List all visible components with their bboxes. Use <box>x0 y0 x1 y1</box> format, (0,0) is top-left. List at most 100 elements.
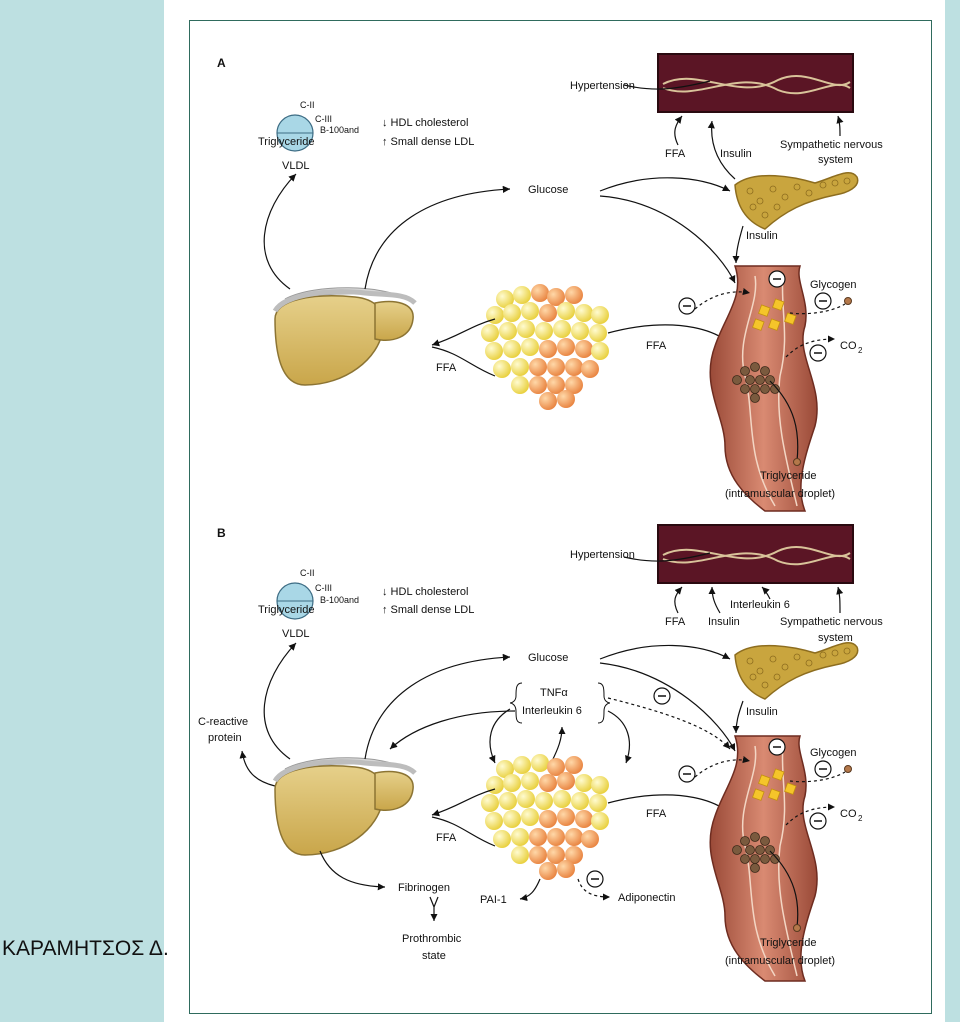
ldl-label-a: ↑ Small dense LDL <box>382 136 474 148</box>
triglyceride-vldl-label-a: Triglyceride <box>258 136 314 148</box>
ffa-left-label-a: FFA <box>436 362 457 374</box>
adipose-tissue-a <box>481 284 609 410</box>
panel-label-a: A <box>217 56 226 70</box>
tg-muscle-label-b-line1: Triglyceride <box>760 937 816 949</box>
hypertension-label-a: Hypertension <box>570 80 635 92</box>
glycogen-granule-icon-a <box>844 297 852 305</box>
pancreas-to-muscle-arrow-a <box>732 225 744 264</box>
vldl-particle-a <box>276 114 314 152</box>
adipose-tissue-b <box>481 754 609 880</box>
author-caption: ΚΑΡΑΜΗΤΣΟΣ Δ. <box>2 937 169 960</box>
glycogen-label-a: Glycogen <box>810 279 856 291</box>
hdl-label-a: ↓ HDL cholesterol <box>382 117 468 129</box>
tg-muscle-label-a-line2: (intramuscular droplet) <box>725 488 835 500</box>
tg-muscle-label-a-line1: Triglyceride <box>760 470 816 482</box>
tg-muscle-label-b-line2: (intramuscular droplet) <box>725 955 835 967</box>
ffa-vessel-label-a: FFA <box>665 148 686 160</box>
inhibit-glycogen-b <box>814 760 832 778</box>
pancreas-a <box>734 172 859 230</box>
adipose-to-liver-arrow-a-upper <box>431 318 496 347</box>
liver-a <box>275 288 415 385</box>
ffa-right-label-a: FFA <box>646 340 667 352</box>
oxidation-dashed-b <box>785 803 836 826</box>
inhibit-cytokine-muscle-b <box>653 687 671 705</box>
triglyceride-droplet-icon-b <box>793 924 801 932</box>
liver-to-glucose-arrow-b <box>364 653 511 760</box>
fibrinogen-label-b: Fibrinogen <box>398 882 450 894</box>
apo-c2-label-a: C-II <box>300 100 315 110</box>
co2-label-b: CO <box>840 808 857 820</box>
adipose-to-cytokine-arrow-b <box>551 726 566 762</box>
cytokine-to-adipose-left-arrow-b <box>488 708 511 764</box>
co2-subscript-b: 2 <box>858 814 863 823</box>
adipose-to-liver-arrow-b-upper <box>431 788 496 817</box>
sympathetic-label-b-line1: Sympathetic nervous <box>780 616 883 628</box>
triglyceride-vldl-label-b: Triglyceride <box>258 604 314 616</box>
glucose-uptake-dashed-b <box>694 756 751 778</box>
apo-c3-label-a: C-III <box>315 114 332 124</box>
co2-label-a: CO <box>840 340 857 352</box>
interleukin-vessel-label-b: Interleukin 6 <box>730 599 790 611</box>
cytokine-brace-right-b <box>597 682 611 724</box>
ldl-label-b: ↑ Small dense LDL <box>382 604 474 616</box>
adiponectin-label-b: Adiponectin <box>618 892 676 904</box>
right-color-band <box>945 0 960 1022</box>
hdl-label-b: ↓ HDL cholesterol <box>382 586 468 598</box>
sympathetic-label-a-line1: Sympathetic nervous <box>780 139 883 151</box>
liver-to-fibrinogen-arrow-b <box>319 850 386 891</box>
apo-b100-label-a: B-100and <box>320 125 359 135</box>
cytokine-to-liver-arrow-b <box>389 710 516 750</box>
insulin-vessel-arrow-a <box>707 120 736 180</box>
ffa-vessel-label-b: FFA <box>665 616 686 628</box>
pancreas-b <box>734 642 859 700</box>
left-color-band <box>0 0 164 1022</box>
adipose-to-liver-arrow-a-lower <box>431 346 496 377</box>
il6-label-b: Interleukin 6 <box>522 705 582 717</box>
apo-c2-label-b: C-II <box>300 568 315 578</box>
glucose-to-muscle-arrow-a <box>599 195 736 284</box>
liver-to-vldl-arrow-b <box>263 642 297 760</box>
sympathetic-label-b-line2: system <box>818 632 853 644</box>
hypertension-pointer-b <box>623 552 711 562</box>
blood-vessel-b <box>657 524 854 584</box>
ffa-vessel-arrow-b <box>674 586 683 614</box>
cytokine-brace-left-b <box>509 682 523 724</box>
droplet-pointer-b <box>769 850 799 928</box>
sympathetic-label-a-line2: system <box>818 154 853 166</box>
hypertension-pointer-a <box>623 80 711 90</box>
apo-c3-label-b: C-III <box>315 583 332 593</box>
ffa-left-label-b: FFA <box>436 832 457 844</box>
pai-label-b: PAI-1 <box>480 894 507 906</box>
apo-b100-label-b: B-100and <box>320 595 359 605</box>
insulin-pancreas-label-a: Insulin <box>746 230 778 242</box>
prothrombic-label-b-line2: state <box>422 950 446 962</box>
glycogen-label-b: Glycogen <box>810 747 856 759</box>
vldl-particle-b <box>276 582 314 620</box>
sympathetic-arrow-a <box>836 115 844 137</box>
fibrinogen-fork-b <box>430 896 438 921</box>
liver-b <box>275 758 415 855</box>
adipose-to-adiponectin-dashed-b <box>577 878 611 901</box>
insulin-vessel-label-a: Insulin <box>720 148 752 160</box>
ffa-right-label-b: FFA <box>646 808 667 820</box>
oxidation-dashed-a <box>785 335 836 358</box>
hypertension-label-b: Hypertension <box>570 549 635 561</box>
glucose-to-pancreas-arrow-a <box>599 177 731 192</box>
inhibit-adiponectin-b <box>586 870 604 888</box>
liver-to-vldl-arrow-a <box>263 173 297 290</box>
crp-label-b-line1: C-reactive <box>198 716 248 728</box>
interleukin-vessel-arrow-b <box>761 586 771 600</box>
inhibit-muscle-top-b <box>768 738 786 756</box>
glucose-label-b: Glucose <box>528 652 568 664</box>
liver-to-glucose-arrow-a <box>364 185 511 290</box>
pancreas-to-muscle-arrow-b <box>732 700 744 734</box>
triglyceride-droplet-icon-a <box>793 458 801 466</box>
liver-to-crp-arrow-b <box>239 750 276 787</box>
glucose-label-a: Glucose <box>528 184 568 196</box>
inhibit-oxidation-b <box>809 812 827 830</box>
co2-subscript-a: 2 <box>858 346 863 355</box>
insulin-pancreas-label-b: Insulin <box>746 706 778 718</box>
tnf-label-b: TNFα <box>540 687 568 699</box>
ffa-vessel-arrow-a <box>674 115 683 146</box>
insulin-vessel-label-b: Insulin <box>708 616 740 628</box>
